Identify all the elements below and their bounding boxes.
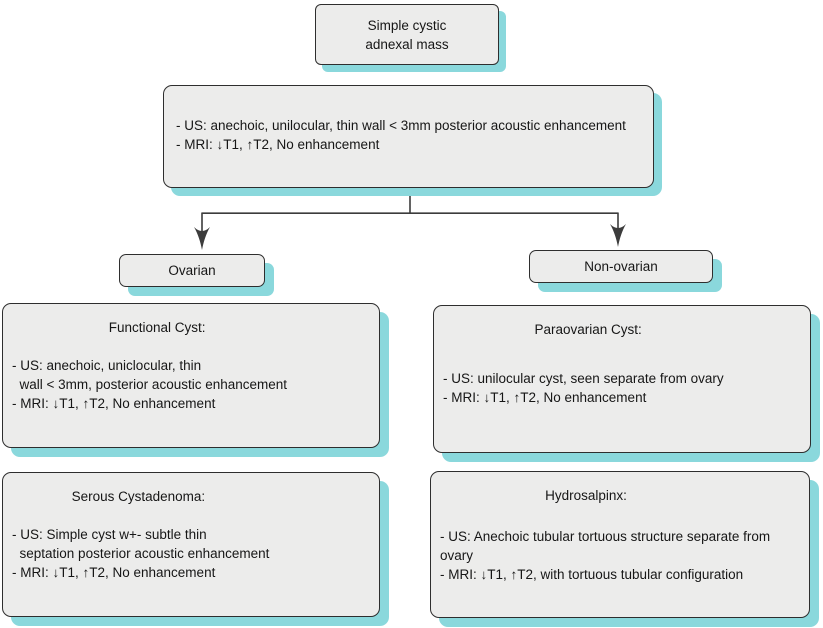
node-hydrosalpinx: Hydrosalpinx: - US: Anechoic tubular tor… <box>430 471 810 618</box>
node-serous-cystadenoma-body: - US: Simple cyst w+- subtle thin septat… <box>12 527 270 580</box>
node-functional-cyst-body: - US: anechoic, uniclocular, thin wall <… <box>12 358 288 411</box>
node-branch-ovarian: Ovarian <box>119 254 265 287</box>
node-branch-non-ovarian-label: Non-ovarian <box>584 259 658 274</box>
node-functional-cyst: Functional Cyst: - US: anechoic, unicloc… <box>2 303 380 448</box>
node-simple-cystic-adnexal-mass-label: Simple cystic adnexal mass <box>365 17 449 52</box>
node-functional-cyst-title: Functional Cyst: <box>108 320 206 335</box>
node-branch-non-ovarian: Non-ovarian <box>529 250 713 283</box>
arrowhead-down-left-icon <box>194 227 210 250</box>
node-paraovarian-cyst-body: - US: unilocular cyst, seen separate fro… <box>443 371 724 405</box>
node-hydrosalpinx-body: - US: Anechoic tubular tortuous structur… <box>440 529 771 582</box>
node-serous-cystadenoma: Serous Cystadenoma: - US: Simple cyst w+… <box>2 472 380 617</box>
node-branch-ovarian-label: Ovarian <box>168 263 216 278</box>
node-simple-cystic-adnexal-mass: Simple cystic adnexal mass <box>315 4 499 65</box>
arrowhead-down-right-icon <box>610 224 626 247</box>
node-hydrosalpinx-title: Hydrosalpinx: <box>545 488 627 503</box>
node-paraovarian-cyst-title: Paraovarian Cyst: <box>534 322 642 337</box>
node-imaging-criteria: - US: anechoic, unilocular, thin wall < … <box>163 85 654 188</box>
node-serous-cystadenoma-title: Serous Cystadenoma: <box>71 489 206 504</box>
node-paraovarian-cyst: Paraovarian Cyst: - US: unilocular cyst,… <box>433 305 811 453</box>
